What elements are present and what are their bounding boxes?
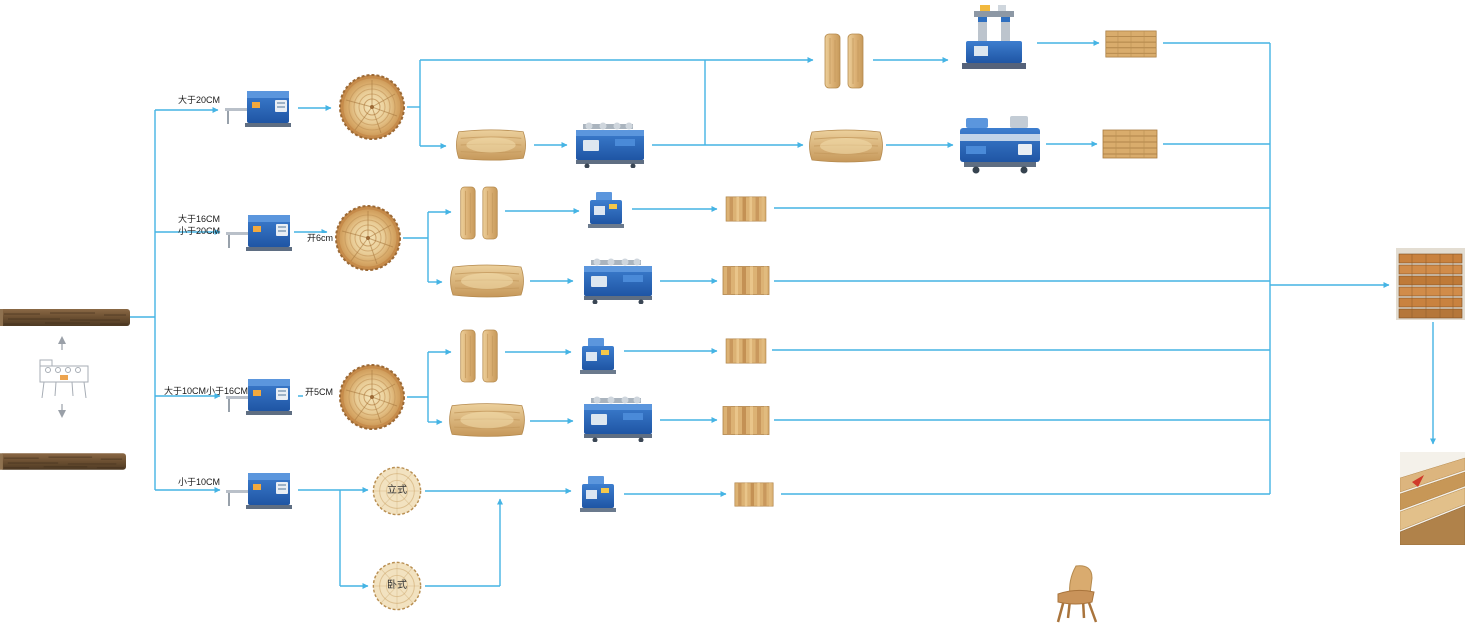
branch-label-16-20-line1: 大于16CM — [178, 214, 221, 224]
flat-slab-row1 — [455, 129, 527, 161]
multi-blade-saw-row4 — [226, 473, 292, 509]
sawn-board-row2a — [725, 196, 767, 222]
raw-log-top — [0, 308, 130, 327]
lumber-stack-row1a — [1105, 30, 1157, 58]
mode-label-horizontal: 卧式 — [387, 580, 407, 591]
raw-log-bottom — [0, 452, 126, 471]
small-saw-row2 — [588, 192, 624, 228]
resaw-machine-row1 — [576, 122, 644, 168]
split-boards-row1 — [824, 33, 864, 89]
flat-slab-row3 — [449, 403, 525, 437]
wood-chair-photo — [1038, 556, 1112, 626]
split-boards-row3 — [460, 329, 498, 383]
resaw-machine-row3 — [584, 396, 652, 442]
multi-blade-saw-row1 — [225, 91, 291, 127]
lumber-stack-row1b — [1102, 129, 1158, 159]
branch-label-lt10: 小于10CM — [178, 477, 221, 487]
flat-slab-row1-mid — [808, 129, 884, 163]
log-cross-section-row3 — [339, 364, 405, 430]
cut-label-5cm: 开5CM — [303, 387, 336, 399]
split-boards-row2 — [460, 186, 498, 240]
log-cross-section-row1 — [339, 74, 405, 140]
cut-label-6cm: 开6cm — [305, 233, 336, 245]
stacked-lumber-photo — [1396, 248, 1465, 320]
branch-label-16-20-line2: 小于20CM — [178, 225, 221, 236]
branch-label-10-16: 大于10CM小于16CM — [164, 386, 249, 396]
mode-label-vertical: 立式 — [387, 485, 407, 496]
branch-label-gt20: 大于20CM — [178, 95, 221, 105]
log-infeed-machine-sketch — [39, 359, 89, 399]
four-side-moulder — [960, 116, 1040, 174]
flat-slab-row2 — [449, 264, 525, 298]
small-saw-row4 — [580, 476, 616, 512]
multi-blade-saw-row2 — [226, 215, 292, 251]
small-saw-row3 — [580, 338, 616, 374]
log-cross-section-row2 — [335, 205, 401, 271]
finished-boards-photo — [1400, 452, 1465, 545]
branch-label-16-20: 大于16CM 小于20CM — [178, 214, 220, 237]
sawn-board-row4 — [734, 482, 774, 507]
loader-flow-arrows — [58, 336, 66, 418]
double-column-saw — [962, 5, 1026, 69]
sawn-board-row2b — [722, 265, 770, 296]
resaw-machine-row2 — [584, 258, 652, 304]
sawn-board-row3a — [725, 338, 767, 364]
flow-connector-lines — [128, 40, 1436, 589]
sawn-board-row3b — [722, 405, 770, 436]
